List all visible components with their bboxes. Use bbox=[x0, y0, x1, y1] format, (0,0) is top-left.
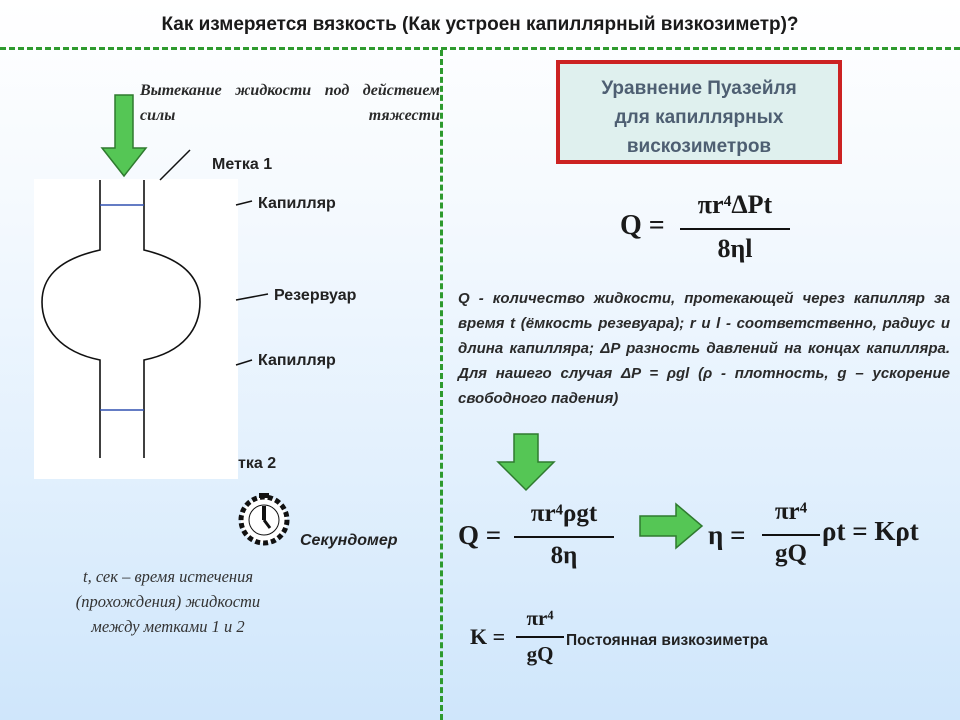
k-numerator: πr⁴ bbox=[526, 606, 554, 630]
down-arrow-icon-2 bbox=[496, 433, 556, 492]
poiseuille-title-box: Уравнение Пуазейля для капиллярных виско… bbox=[556, 60, 842, 164]
header-divider bbox=[0, 47, 960, 50]
q-sub-denominator: 8η bbox=[550, 542, 578, 569]
poiseuille-fraction-bar bbox=[680, 228, 790, 230]
eta-denominator: gQ bbox=[775, 540, 807, 567]
stopwatch-icon bbox=[238, 493, 290, 546]
time-description: t, сек – время истечения (прохождения) ж… bbox=[75, 567, 261, 636]
eta-numerator: πr⁴ bbox=[774, 498, 808, 525]
q-sub-numerator: πr⁴ρgt bbox=[530, 500, 598, 527]
label-mark-2: тка 2 bbox=[238, 455, 277, 472]
k-lhs: K = bbox=[470, 624, 506, 649]
k-fraction-bar bbox=[516, 636, 564, 638]
label-capillary-bottom: Капилляр bbox=[258, 352, 336, 369]
viscometer-diagram bbox=[34, 94, 290, 546]
k-denominator: gQ bbox=[526, 642, 554, 666]
viscometer-tube bbox=[41, 180, 201, 458]
label-reservoir: Резервуар bbox=[274, 287, 357, 304]
page-title: Как измеряется вязкость (Как устроен кап… bbox=[161, 14, 799, 35]
poiseuille-numerator: πr⁴ΔPt bbox=[697, 190, 773, 219]
eta-rest: ρt = Kρt bbox=[822, 516, 919, 546]
label-stopwatch: Секундомер bbox=[300, 532, 398, 549]
poiseuille-denominator: 8ηl bbox=[717, 234, 753, 263]
label-capillary-top: Капилляр bbox=[258, 195, 336, 212]
flow-description: Вытекание жидкости под действием силы тя… bbox=[140, 82, 440, 124]
down-arrow-icon bbox=[100, 94, 148, 178]
right-arrow-icon bbox=[639, 502, 704, 550]
eta-fraction-bar bbox=[762, 534, 820, 536]
poiseuille-lhs: Q = bbox=[620, 210, 665, 241]
q-sub-fraction-bar bbox=[514, 536, 614, 538]
eta-lhs: η = bbox=[708, 520, 746, 550]
label-mark-1: Метка 1 bbox=[212, 156, 273, 173]
column-divider bbox=[440, 50, 443, 720]
viscometer-panel bbox=[34, 179, 238, 479]
constant-label: Постоянная визкозиметра bbox=[566, 632, 768, 649]
variables-description: Q - количество жидкости, протекающей чер… bbox=[458, 290, 950, 407]
q-sub-lhs: Q = bbox=[458, 520, 502, 550]
